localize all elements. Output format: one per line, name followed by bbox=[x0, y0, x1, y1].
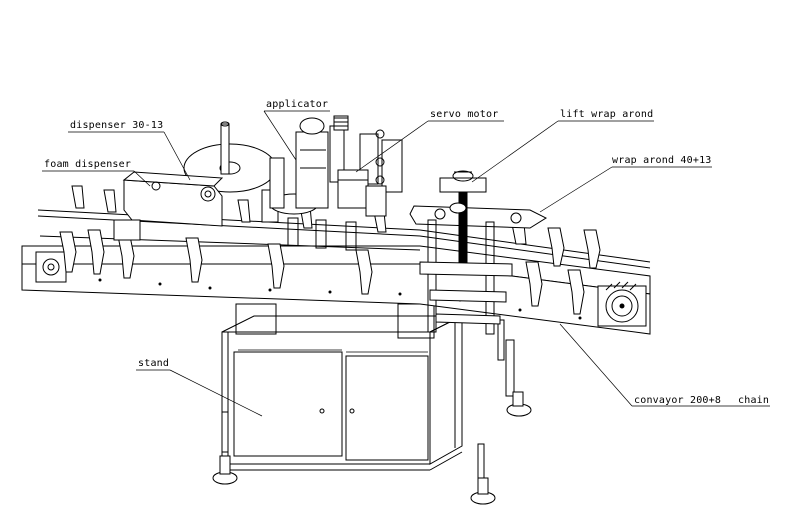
dispenser-unit bbox=[113, 121, 279, 241]
label-conveyor: convayor 200+8 bbox=[634, 395, 722, 406]
label-stand: stand bbox=[138, 358, 170, 369]
stand-cabinet bbox=[221, 303, 463, 471]
label-chain: chain bbox=[738, 395, 770, 406]
leader-lines bbox=[42, 110, 770, 417]
label-servo-motor: servo motor bbox=[430, 109, 499, 120]
lift-wrap-unit bbox=[409, 170, 548, 335]
conveyor-bed bbox=[21, 209, 651, 335]
label-lift-wrap: lift wrap arond bbox=[560, 109, 654, 120]
applicator-unit bbox=[269, 115, 403, 251]
label-wrap-arond: wrap arond 40+13 bbox=[612, 155, 712, 166]
label-foam-dispenser: foam dispenser bbox=[44, 159, 132, 170]
label-applicator: applicator bbox=[266, 99, 329, 110]
leveling-feet bbox=[212, 319, 532, 505]
label-dispenser: dispenser 30-13 bbox=[70, 120, 164, 131]
